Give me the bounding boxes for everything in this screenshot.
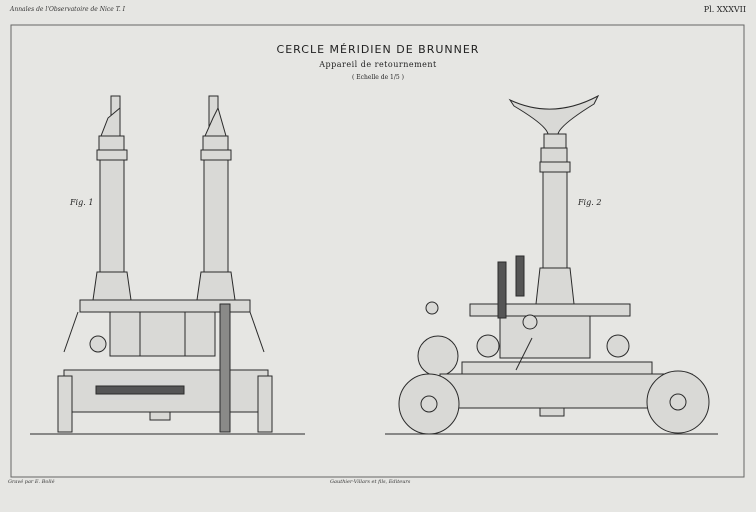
fig1-right-bracket — [184, 311, 216, 357]
plate-number: Pl. XXXVII — [703, 5, 746, 14]
publisher-credit: Gauthier-Villars et fils, Editeurs — [330, 479, 411, 485]
fig2-column-shaft — [542, 171, 568, 269]
fig1-label: Fig. 1 — [70, 198, 94, 207]
fig2-front-wheel-hub — [420, 395, 438, 413]
fig2-column-ring — [539, 161, 571, 173]
fig1-crank-wheel — [89, 335, 107, 353]
fig1-left-bracket — [109, 311, 141, 357]
fig2-lever — [515, 337, 533, 371]
fig1-right-column-band — [200, 149, 232, 161]
fig1-bottom-mount — [149, 411, 171, 421]
fig1-rack-bar — [95, 385, 185, 395]
plate-subtitle: Appareil de retournement — [319, 60, 437, 69]
fig2-y-cradle — [508, 94, 600, 135]
fig1-left-column-shaft — [99, 159, 125, 273]
fig2-body-top — [469, 303, 631, 317]
fig1-center-block — [139, 311, 186, 357]
fig1-right-arm — [249, 311, 265, 353]
fig2-large-gear — [417, 335, 459, 377]
fig1-right-wheel — [257, 375, 273, 433]
fig2-column-band — [540, 147, 568, 163]
plate-scale: ( Echelle de 1/5 ) — [352, 74, 404, 81]
fig1-right-column-shaft — [203, 159, 229, 273]
plate-frame — [10, 24, 745, 478]
fig1-left-arm — [63, 311, 79, 353]
fig2-column-base — [535, 267, 575, 305]
fig1-gear-column — [219, 303, 231, 433]
fig2-top-gear — [425, 301, 439, 315]
fig2-small-gear — [522, 314, 538, 330]
fig1-left-wheel — [57, 375, 73, 433]
fig2-right-pulley — [606, 334, 630, 358]
fig1-right-column-collar — [202, 135, 229, 151]
fig2-gear-rack — [497, 261, 507, 319]
fig2-carriage-deck — [461, 361, 653, 375]
engraver-credit: Gravé par E. Bollé — [8, 479, 55, 485]
fig2-body-block — [499, 315, 591, 359]
fig1-left-column-base — [92, 271, 132, 301]
fig1-left-column-collar — [98, 135, 125, 151]
fig1-drawing — [30, 95, 305, 435]
fig1-right-column-base — [196, 271, 236, 301]
fig2-bottom-mount — [539, 407, 565, 417]
fig1-right-column-head — [204, 106, 227, 137]
fig2-drawing — [385, 94, 718, 435]
fig2-label: Fig. 2 — [578, 198, 602, 207]
fig2-rear-wheel-hub — [669, 393, 687, 411]
fig2-left-pulley — [476, 334, 500, 358]
plate-title: CERCLE MÉRIDIEN DE BRUNNER — [276, 43, 480, 56]
fig1-left-column-band — [96, 149, 128, 161]
fig2-column-collar — [543, 133, 567, 149]
plate-header-note: Annales de l'Observatoire de Nice T. I — [10, 6, 126, 13]
fig2-upper-rack — [515, 255, 525, 297]
